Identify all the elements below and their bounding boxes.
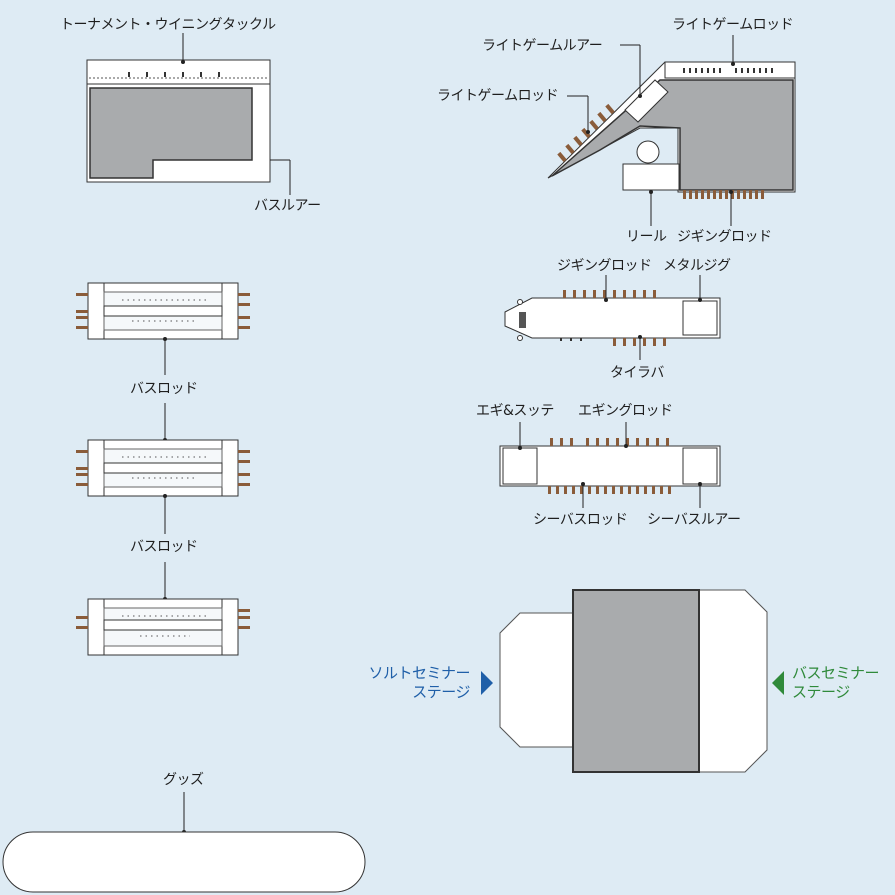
label-bass-lure-top: バスルアー [254, 198, 321, 214]
bass-seminar-line1: バスセミナー [792, 664, 880, 682]
label-seabass-lure: シーバスルアー [647, 512, 741, 528]
salt-seminar-line2: ステージ [412, 683, 470, 701]
light-game-booth [547, 35, 796, 226]
bass-stage-arrow-icon [772, 671, 784, 695]
label-jigging-rod-top: ジギングロッド [677, 229, 772, 245]
label-light-game-rod-left: ライトゲームロッド [437, 88, 559, 104]
label-bass-seminar-stage: バスセミナー ステージ [792, 664, 880, 702]
label-egi-sutte: エギ&スッテ [476, 403, 554, 419]
tournament-tackle-booth [86, 33, 291, 195]
bass-rod-booth-3 [76, 598, 250, 656]
label-bass-rod-1: バスロッド [130, 381, 198, 397]
label-goods: グッズ [163, 772, 204, 788]
label-metal-jig: メタルジグ [663, 258, 731, 274]
label-salt-seminar-stage: ソルトセミナー ステージ [340, 664, 470, 702]
goods-booth [2, 792, 366, 893]
label-bass-rod-2: バスロッド [130, 539, 198, 555]
label-tai-rubber: タイラバ [610, 365, 664, 381]
seminar-stage [481, 589, 784, 773]
bass-rod-booth-1 [76, 282, 250, 340]
jigging-booth [504, 275, 721, 360]
label-light-game-rod-top: ライトゲームロッド [672, 17, 794, 33]
label-light-game-lure: ライトゲームルアー [482, 38, 603, 54]
bass-rod-booth-2 [76, 439, 250, 497]
salt-seminar-line1: ソルトセミナー [368, 664, 470, 682]
label-reel: リール [626, 229, 667, 245]
label-eging-rod: エギングロッド [578, 403, 673, 419]
salt-stage-arrow-icon [481, 671, 493, 695]
eging-seabass-booth [499, 422, 721, 508]
label-jigging-rod: ジギングロッド [557, 258, 652, 274]
label-tournament-tackle: トーナメント・ウイニングタックル [60, 17, 276, 33]
bass-seminar-line2: ステージ [792, 683, 850, 701]
label-seabass-rod: シーバスロッド [533, 512, 628, 528]
